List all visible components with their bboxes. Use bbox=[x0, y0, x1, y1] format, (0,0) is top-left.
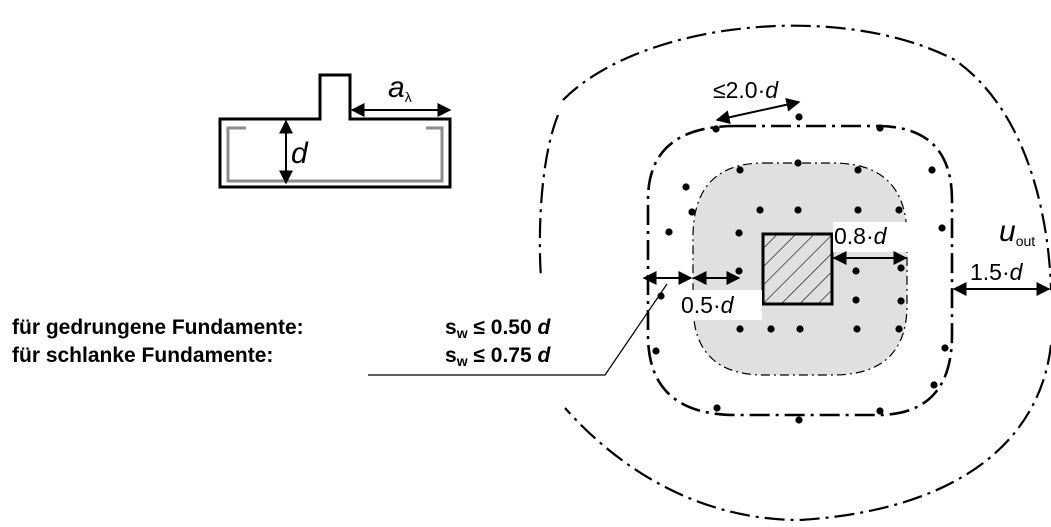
shear-stud bbox=[682, 183, 690, 191]
shear-stud bbox=[665, 228, 673, 236]
shear-stud bbox=[735, 229, 743, 237]
outer-perimeter-lower bbox=[564, 344, 1051, 522]
shear-stud bbox=[895, 206, 903, 214]
shear-stud bbox=[657, 292, 665, 300]
shear-stud bbox=[854, 166, 862, 174]
legend-row-compact-value: sw ≤ 0.50 d bbox=[445, 316, 551, 341]
shear-stud bbox=[713, 404, 721, 412]
outer-offset-label: 1.5·d bbox=[970, 259, 1024, 285]
shear-stud bbox=[852, 267, 860, 275]
column bbox=[761, 232, 834, 306]
stud-spacing-label: ≤2.0·d bbox=[713, 77, 779, 103]
outer-perimeter-left bbox=[538, 114, 560, 279]
shear-stud bbox=[938, 224, 946, 232]
outer-perimeter-label: uout bbox=[999, 215, 1035, 249]
shear-stud bbox=[736, 166, 744, 174]
legend-row-slender-value: sw ≤ 0.75 d bbox=[445, 344, 551, 369]
shear-stud bbox=[895, 325, 903, 333]
first-row-label: 0.5·d bbox=[681, 292, 735, 318]
shear-stud bbox=[941, 344, 949, 352]
shear-stud bbox=[756, 206, 764, 214]
shear-stud bbox=[897, 297, 905, 305]
shear-stud bbox=[795, 113, 803, 121]
shear-stud bbox=[795, 416, 803, 424]
shear-stud bbox=[876, 407, 884, 415]
column-offset-label-bg bbox=[833, 222, 918, 252]
shear-stud bbox=[736, 325, 744, 333]
depth-label: d bbox=[291, 137, 309, 170]
outer-perimeter-right bbox=[562, 24, 1051, 291]
first-row-label-bg bbox=[678, 290, 762, 320]
legend-row-slender: für schlanke Fundamente: bbox=[12, 344, 273, 367]
shear-stud bbox=[796, 325, 804, 333]
shear-stud bbox=[652, 347, 660, 355]
column-offset-label: 0.8·d bbox=[834, 223, 888, 249]
shear-stud bbox=[712, 125, 720, 133]
spacing-legend: für gedrungene Fundamente: sw ≤ 0.50 d f… bbox=[12, 316, 551, 369]
shear-stud bbox=[853, 325, 861, 333]
shear-stud bbox=[928, 166, 936, 174]
shear-stud bbox=[794, 159, 802, 167]
shear-stud bbox=[688, 208, 696, 216]
legend-row-compact: für gedrungene Fundamente: bbox=[12, 316, 304, 339]
shear-stud bbox=[930, 381, 938, 389]
shear-stud bbox=[876, 124, 884, 132]
shear-span-label: aλ bbox=[388, 71, 412, 105]
shear-stud bbox=[735, 267, 743, 275]
footing-section: d aλ bbox=[218, 71, 452, 189]
stud-spacing-arrow bbox=[715, 97, 801, 125]
plan-view: ≤2.0·d 0.8·d uout 1.5·d 0.5·d bbox=[368, 24, 1051, 522]
shear-stud bbox=[852, 296, 860, 304]
shear-stud bbox=[897, 264, 905, 272]
shear-stud bbox=[794, 206, 802, 214]
control-perimeter-middle bbox=[646, 124, 954, 417]
shear-stud bbox=[767, 325, 775, 333]
leader-line bbox=[368, 283, 668, 376]
reinforcement-bars bbox=[226, 126, 444, 183]
shear-stud bbox=[854, 206, 862, 214]
footing-outline bbox=[218, 73, 452, 189]
